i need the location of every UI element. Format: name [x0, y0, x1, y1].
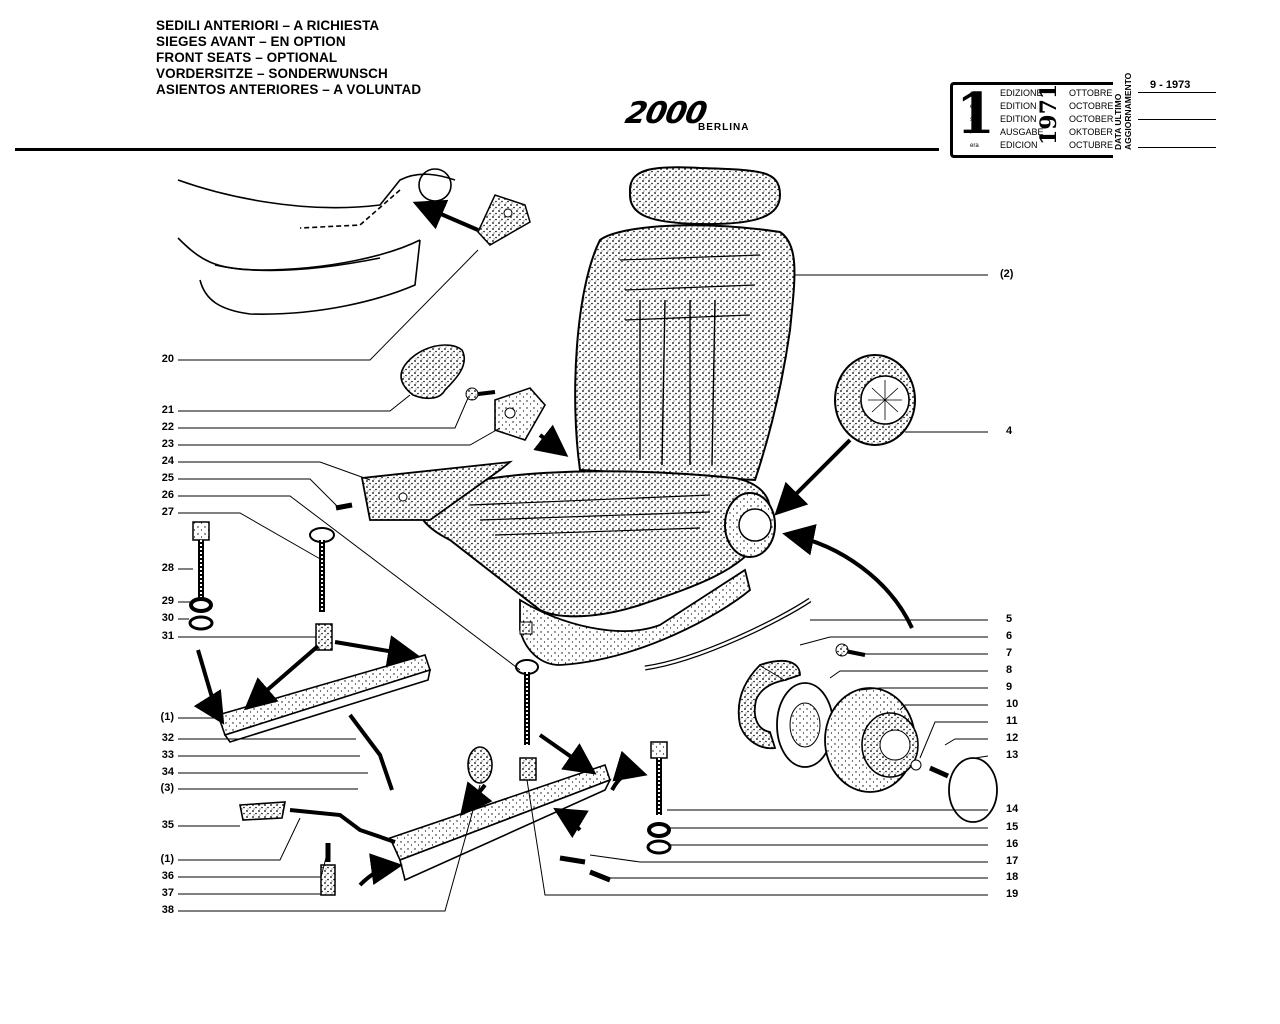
callout-label: (1): [160, 711, 174, 723]
callout-label: 10: [1006, 698, 1019, 710]
callout-label: 9: [1006, 681, 1013, 693]
callout-label: 8: [1006, 664, 1013, 676]
callout-label: 18: [1006, 871, 1019, 883]
callout-label: 28: [161, 562, 174, 574]
callout-label: 19: [1006, 888, 1019, 900]
callout-label: (2): [1000, 268, 1014, 280]
recliner-knob-icon: [834, 354, 916, 446]
callout-label: 20: [161, 353, 174, 365]
small-hardware-icon: [400, 344, 546, 441]
callout-label: 22: [161, 421, 174, 433]
callout-label: 32: [161, 732, 174, 744]
title-german: VORDERSITZE – SONDERWUNSCH: [156, 66, 388, 81]
callout-label: 25: [161, 472, 174, 484]
callout-label: 7: [1006, 647, 1013, 659]
edition-month: OCTUBRE: [1069, 140, 1114, 150]
callout-label: 35: [161, 819, 174, 831]
callout-label: 26: [161, 489, 174, 501]
edition-language: EDITION: [1000, 114, 1037, 124]
callout-label: 29: [161, 595, 174, 607]
callout-label: 30: [161, 612, 174, 624]
title-english: FRONT SEATS – OPTIONAL: [156, 50, 338, 65]
edition-superscript: a: [970, 91, 974, 97]
update-line: [1138, 119, 1216, 120]
callout-label: 24: [161, 455, 174, 467]
edition-number: 1: [956, 81, 995, 147]
edition-superscript: era: [970, 143, 979, 149]
callout-label: (1): [160, 853, 174, 865]
edition-box: [950, 82, 1113, 158]
update-date: 9 - 1973: [1150, 79, 1191, 91]
callout-label: 4: [1006, 425, 1013, 437]
callout-label: 6: [1006, 630, 1013, 642]
model-name: BERLINA: [698, 122, 750, 133]
callout-label: 21: [161, 404, 174, 416]
callout-label: 12: [1006, 732, 1019, 744]
car-body-outline: [177, 168, 456, 315]
callout-label: 5: [1006, 613, 1013, 625]
callout-label: 16: [1006, 838, 1019, 850]
edition-language: AUSGABE: [1000, 127, 1044, 137]
header-rule: [15, 148, 939, 151]
edition-language: EDITION: [1000, 101, 1037, 111]
seat-pad-icon: [335, 460, 513, 521]
edition-month: OTTOBRE: [1069, 88, 1113, 98]
edition-superscript: st: [970, 117, 975, 123]
title-italian: SEDILI ANTERIORI – A RICHIESTA: [156, 18, 380, 33]
edition-language: EDICION: [1000, 140, 1038, 150]
title-french: SIEGES AVANT – EN OPTION: [156, 34, 346, 49]
edition-month: OKTOBER: [1069, 127, 1113, 137]
seat-rail-icon: [216, 654, 612, 883]
callout-label: 37: [161, 887, 174, 899]
seat-icon: [417, 166, 796, 666]
edition-month: OCTOBER: [1069, 114, 1114, 124]
callout-label: 13: [1006, 749, 1019, 761]
callout-label: 14: [1006, 803, 1019, 815]
callout-label: 17: [1006, 855, 1019, 867]
callout-label: 15: [1006, 821, 1019, 833]
callout-label: 31: [161, 630, 174, 642]
callout-label: (3): [160, 782, 174, 794]
title-block: SEDILI ANTERIORI – A RICHIESTA SIEGES AV…: [156, 18, 421, 98]
callout-label: 36: [161, 870, 174, 882]
callout-label: 34: [161, 766, 174, 778]
edition-superscript: ere: [970, 104, 979, 110]
edition-month: OCTOBRE: [1069, 101, 1114, 111]
update-line: [1138, 147, 1216, 148]
wedge-bracket-icon: [477, 194, 531, 246]
callout-label: 33: [161, 749, 174, 761]
callout-label: 23: [161, 438, 174, 450]
title-spanish: ASIENTOS ANTERIORES – A VOLUNTAD: [156, 82, 422, 97]
recliner-mechanism-icon: [737, 643, 998, 823]
callout-label: 27: [161, 506, 174, 518]
edition-language: EDIZIONE: [1000, 88, 1043, 98]
callout-label: 38: [161, 904, 174, 916]
update-line: [1138, 92, 1216, 93]
edition-superscript: .: [970, 130, 972, 136]
callout-label: 11: [1006, 715, 1018, 727]
